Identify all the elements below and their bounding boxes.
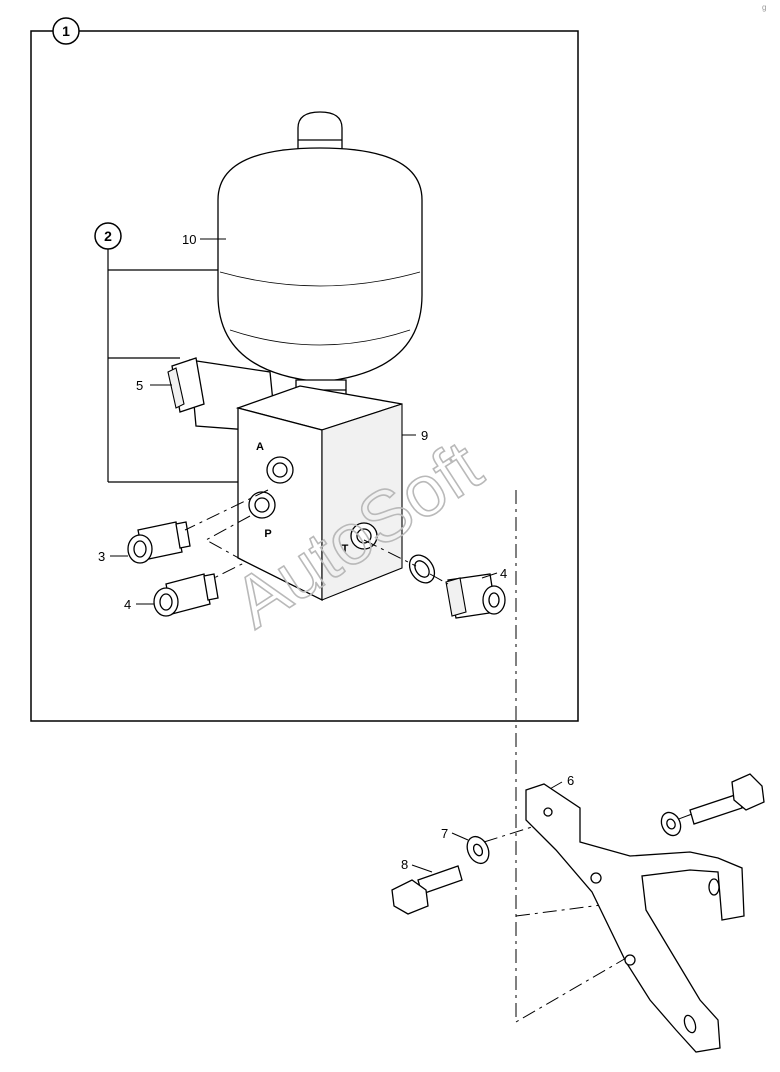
valve-block[interactable]: A P T (235, 385, 403, 602)
label-washer: 7 (441, 826, 448, 841)
port-mark-t: T (342, 543, 349, 555)
assembly-frame (30, 30, 579, 722)
washer-7-right[interactable] (658, 809, 684, 838)
port-mark-a: A (256, 441, 264, 453)
port-mark-p: P (264, 528, 271, 540)
group-callout-1[interactable]: 1 (52, 17, 80, 45)
fitting-3[interactable] (127, 521, 191, 564)
label-fitting-4-right: 4 (500, 566, 507, 581)
group-callout-2[interactable]: 2 (94, 222, 122, 250)
accumulator[interactable] (217, 111, 423, 404)
label-solenoid: 5 (136, 378, 143, 393)
bolt-8[interactable] (391, 865, 463, 915)
group-callout-2-text: 2 (104, 228, 112, 244)
fitting-4-left[interactable] (153, 573, 219, 617)
assembly-centerlines (184, 489, 693, 1023)
label-accumulator: 10 (182, 232, 196, 247)
washer-right[interactable] (404, 550, 439, 587)
label-bracket: 6 (567, 773, 574, 788)
corner-mark: g (762, 3, 766, 12)
bolt-right[interactable] (689, 773, 765, 825)
bracket[interactable] (525, 783, 745, 1053)
group-callout-1-text: 1 (62, 23, 70, 39)
fitting-4-right[interactable] (445, 573, 506, 619)
label-valve-block: 9 (421, 428, 428, 443)
group-2-leader-lines (107, 249, 238, 483)
label-fitting-4-left: 4 (124, 597, 131, 612)
washer-7[interactable] (463, 833, 493, 867)
label-fitting-3: 3 (98, 549, 105, 564)
label-bolt: 8 (401, 857, 408, 872)
